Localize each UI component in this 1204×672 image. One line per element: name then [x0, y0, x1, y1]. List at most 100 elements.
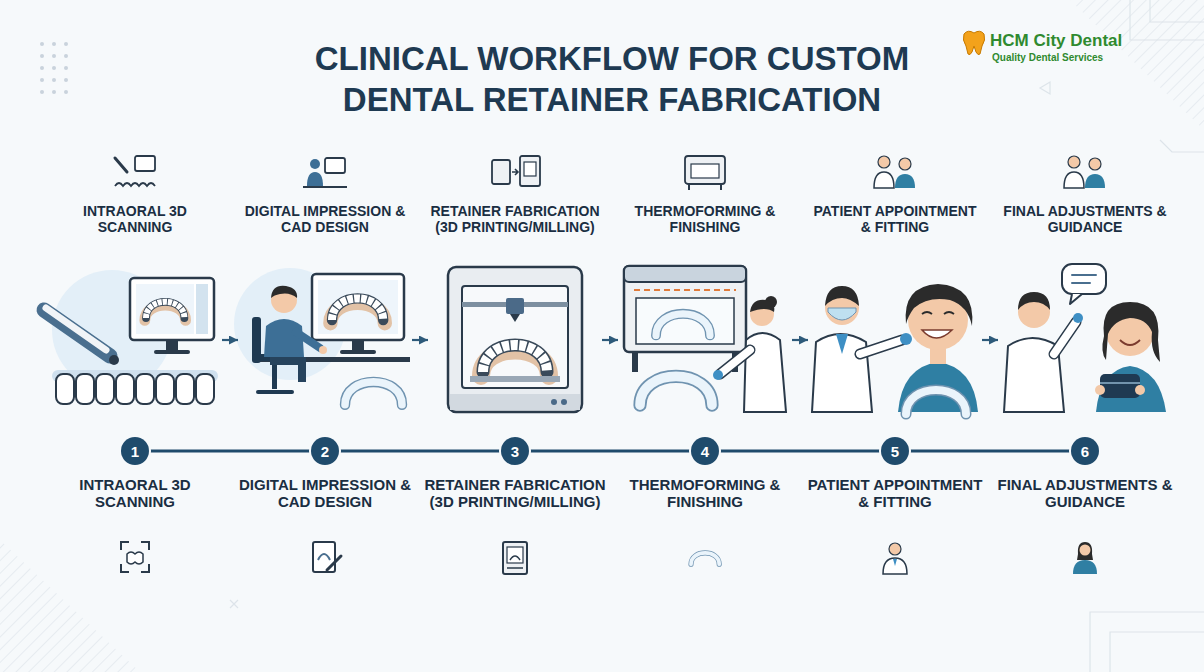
printer-illustration [561, 399, 567, 405]
design-icon [303, 186, 347, 188]
dot-grid [40, 78, 44, 82]
patient-icon [1073, 542, 1097, 574]
step-label: INTRAORAL 3D SCANNING [43, 476, 227, 511]
patient-icon [1077, 542, 1093, 560]
step-circle: 1 [121, 437, 149, 465]
guidance-illustration [1096, 366, 1166, 412]
fitting-illustration [836, 334, 848, 354]
patient-icon [1080, 545, 1091, 556]
print-icon [510, 556, 520, 560]
thermoforming-illustration [720, 350, 750, 374]
patient-icon [1073, 560, 1097, 574]
fitting-icon [878, 156, 890, 168]
flow-arrow [412, 339, 428, 341]
stage-heading: INTRAORAL 3D SCANNING [50, 200, 220, 235]
printer-illustration [506, 298, 524, 314]
corner-lines [230, 600, 238, 608]
timeline-segment [719, 450, 881, 453]
thermoforming-illustration [750, 300, 774, 312]
dentist-icon [883, 543, 907, 574]
corner-hatch [1070, 0, 1204, 130]
fitting-illustration [860, 340, 902, 354]
print-icon [512, 169, 518, 175]
thermoforming-illustration [636, 298, 734, 344]
stage-heading: FINAL ADJUSTMENTS & GUIDANCE [1000, 200, 1170, 235]
design-icon [318, 554, 330, 560]
dot-grid [64, 54, 68, 58]
brand-logo [963, 31, 984, 54]
print-icon [503, 542, 527, 574]
stage-heading: THERMOFORMING & FINISHING [620, 200, 790, 235]
design-illustration [272, 361, 277, 389]
brand-name: HCM City Dental [990, 31, 1160, 51]
fitting-illustration [828, 308, 856, 320]
step-label: PATIENT APPOINTMENT & FITTING [803, 476, 987, 511]
guidance-icon [1064, 172, 1084, 188]
dot-grid [40, 42, 68, 94]
step-label: RETAINER FABRICATION (3D PRINTING/MILLIN… [423, 476, 607, 511]
printer-illustration [450, 394, 580, 410]
dot-grid [52, 90, 56, 94]
step-circle: 6 [1071, 437, 1099, 465]
design-illustration [258, 390, 292, 394]
scan-icon [115, 158, 127, 172]
step-label: THERMOFORMING & FINISHING [613, 476, 797, 511]
guidance-illustration [1004, 264, 1166, 412]
dot-grid [52, 54, 56, 58]
timeline-segment [339, 450, 501, 453]
stage-heading: DIGITAL IMPRESSION & CAD DESIGN [240, 200, 410, 235]
scanning-illustration [116, 374, 134, 404]
guidance-illustration [1062, 264, 1106, 294]
step-circle: 5 [881, 437, 909, 465]
stage-panel: FINAL ADJUSTMENTS & GUIDANCE [1000, 200, 1170, 420]
dot-grid [52, 78, 56, 82]
thermoform-icon [685, 156, 725, 190]
timeline-segment [149, 450, 311, 453]
guidance-illustration [1100, 382, 1140, 384]
brand-logo [963, 31, 984, 54]
design-illustration [271, 286, 297, 298]
thermoform-icon [685, 156, 725, 184]
dot-grid [40, 66, 44, 70]
guidance-illustration [1073, 313, 1083, 323]
thermoforming-illustration [624, 266, 746, 282]
dot-grid [64, 90, 68, 94]
flow-arrow [222, 339, 238, 341]
dot-grid [52, 66, 56, 70]
step-circle: 2 [311, 437, 339, 465]
guidance-icon [1085, 174, 1105, 188]
step-number: 3 [511, 444, 519, 459]
stage-panel: THERMOFORMING & FINISHING [620, 200, 790, 420]
printer-illustration [551, 399, 557, 405]
stage-panel: PATIENT APPOINTMENT & FITTING [810, 200, 980, 420]
scanning-illustration [56, 374, 74, 404]
scan-icon [121, 542, 149, 572]
scanning-illustration [196, 284, 208, 334]
print-icon [524, 162, 536, 176]
print-icon [492, 160, 510, 184]
scanning-illustration [46, 308, 106, 350]
guidance-illustration [1135, 385, 1145, 395]
design-icon [313, 542, 335, 572]
printer-illustration [470, 376, 560, 382]
design-illustration [352, 340, 364, 350]
scanning-illustration [136, 284, 194, 334]
fitting-icon [874, 172, 894, 188]
design-illustration [319, 346, 327, 354]
scan-icon [127, 552, 143, 564]
guidance-illustration [1095, 385, 1105, 395]
printer-illustration [448, 267, 582, 412]
dot-grid [64, 42, 68, 46]
flow-arrow [792, 339, 808, 341]
guidance-illustration [1054, 322, 1076, 354]
print-icon [503, 542, 527, 574]
scanning-illustration [156, 374, 174, 404]
scan-icon [135, 156, 155, 171]
fitting-icon [874, 156, 915, 188]
scanning-illustration [76, 374, 94, 404]
dot-grid [52, 42, 56, 46]
scanning-illustration [145, 302, 186, 321]
scanning-illustration [196, 374, 214, 404]
corner-hatch [0, 540, 140, 672]
